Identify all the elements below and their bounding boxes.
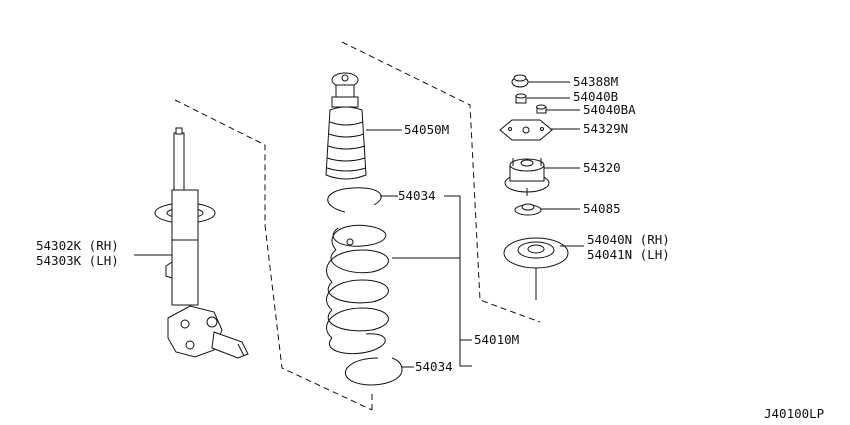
cap-drawing <box>511 74 529 88</box>
label-spring: 54010M <box>474 332 519 347</box>
label-strut-mount: 54320 <box>583 160 621 175</box>
diagram-code: J40100LP <box>764 406 824 421</box>
label-seat-rh: 54040N (RH) <box>587 232 670 247</box>
coil-spring-drawing <box>326 224 389 355</box>
label-nut-b: 54040B <box>573 89 618 104</box>
label-bump-boot: 54050M <box>404 122 449 137</box>
label-spring-seat-upper: 54034 <box>398 188 436 203</box>
label-mount-plate: 54329N <box>583 121 628 136</box>
spring-seat-upper-drawing <box>327 187 382 213</box>
leader-lines <box>134 81 584 368</box>
bearing-drawing <box>514 203 542 216</box>
nut-b-drawing <box>515 93 527 104</box>
seat-drawing <box>503 237 569 269</box>
label-bearing: 54085 <box>583 201 621 216</box>
strut-assembly-drawing <box>154 127 249 359</box>
assembly-dashed-outline <box>174 41 541 411</box>
label-strut-lh: 54303K (LH) <box>36 253 119 268</box>
label-nut-ba: 54040BA <box>583 102 636 117</box>
label-seat-lh: 54041N (LH) <box>587 247 670 262</box>
bump-boot-drawing <box>325 72 367 180</box>
mount-plate-drawing <box>499 119 553 141</box>
strut-mount-drawing <box>504 158 550 196</box>
label-strut-rh: 54302K (RH) <box>36 238 119 253</box>
nut-ba-drawing <box>536 104 547 114</box>
label-spring-seat-lower: 54034 <box>415 359 453 374</box>
spring-seat-lower-drawing <box>344 357 403 386</box>
label-bump-stop-cap: 54388M <box>573 74 618 89</box>
